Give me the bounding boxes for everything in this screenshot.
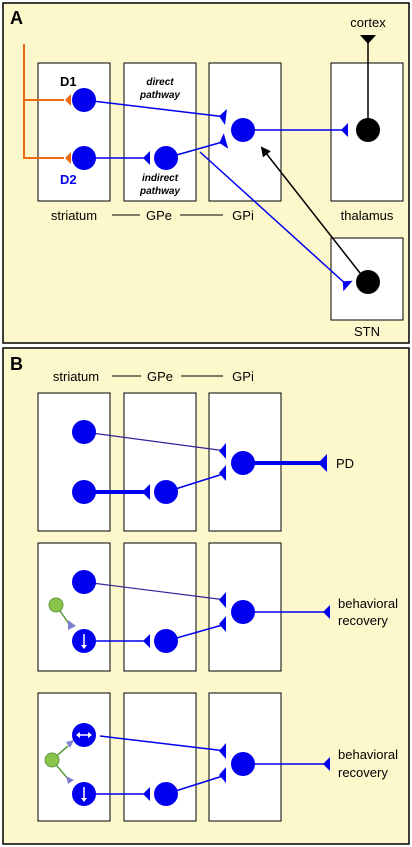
panel-b-letter: B [10, 354, 23, 374]
gpe-label-b: GPe [147, 369, 173, 384]
row2-circuit [48, 570, 330, 653]
blue-synapses-a [143, 109, 353, 292]
thalamus-neuron [356, 118, 380, 142]
stn-to-gpi-arrow [260, 146, 361, 274]
d2-orange-synapse [65, 152, 71, 164]
row2-outcome-label-2: recovery [338, 613, 388, 628]
row3-outcome-label-2: recovery [338, 765, 388, 780]
direct-pathway-label-1: direct [146, 77, 174, 88]
indirect-pathway-label-2: pathway [139, 186, 180, 197]
striatum-box-a [37, 62, 111, 202]
panel-a-letter: A [10, 8, 23, 28]
d1-orange-synapse [65, 94, 71, 106]
gpe-box-b1 [123, 392, 197, 532]
row1-outcome-label: PD [336, 456, 354, 471]
row3-circuit [44, 723, 330, 806]
indirect-pathway-label-1: indirect [142, 173, 179, 184]
row3-outcome-label-1: behavioral [338, 747, 398, 762]
cortex-terminal [360, 35, 376, 44]
direct-pathway-label-2: pathway [139, 90, 180, 101]
d1-label: D1 [60, 74, 77, 89]
gpe-box-b2 [123, 542, 197, 672]
gpi-label-a: GPi [232, 208, 254, 223]
cortex-orange-input [23, 44, 64, 159]
thalamus-label: thalamus [341, 208, 394, 223]
gpe-label-a: GPe [146, 208, 172, 223]
row2-outcome-label-1: behavioral [338, 596, 398, 611]
stn-label: STN [354, 324, 380, 339]
gpe-box-a [123, 62, 197, 202]
stn-neuron [356, 270, 380, 294]
striatum-label-a: striatum [51, 208, 97, 223]
blue-projections-a [83, 99, 349, 287]
gpi-label-b: GPi [232, 369, 254, 384]
striatum-label-b: striatum [53, 369, 99, 384]
row1-circuit [72, 420, 327, 504]
cortex-label: cortex [350, 15, 386, 30]
striatum-box-b1 [37, 392, 111, 532]
d2-label: D2 [60, 172, 77, 187]
